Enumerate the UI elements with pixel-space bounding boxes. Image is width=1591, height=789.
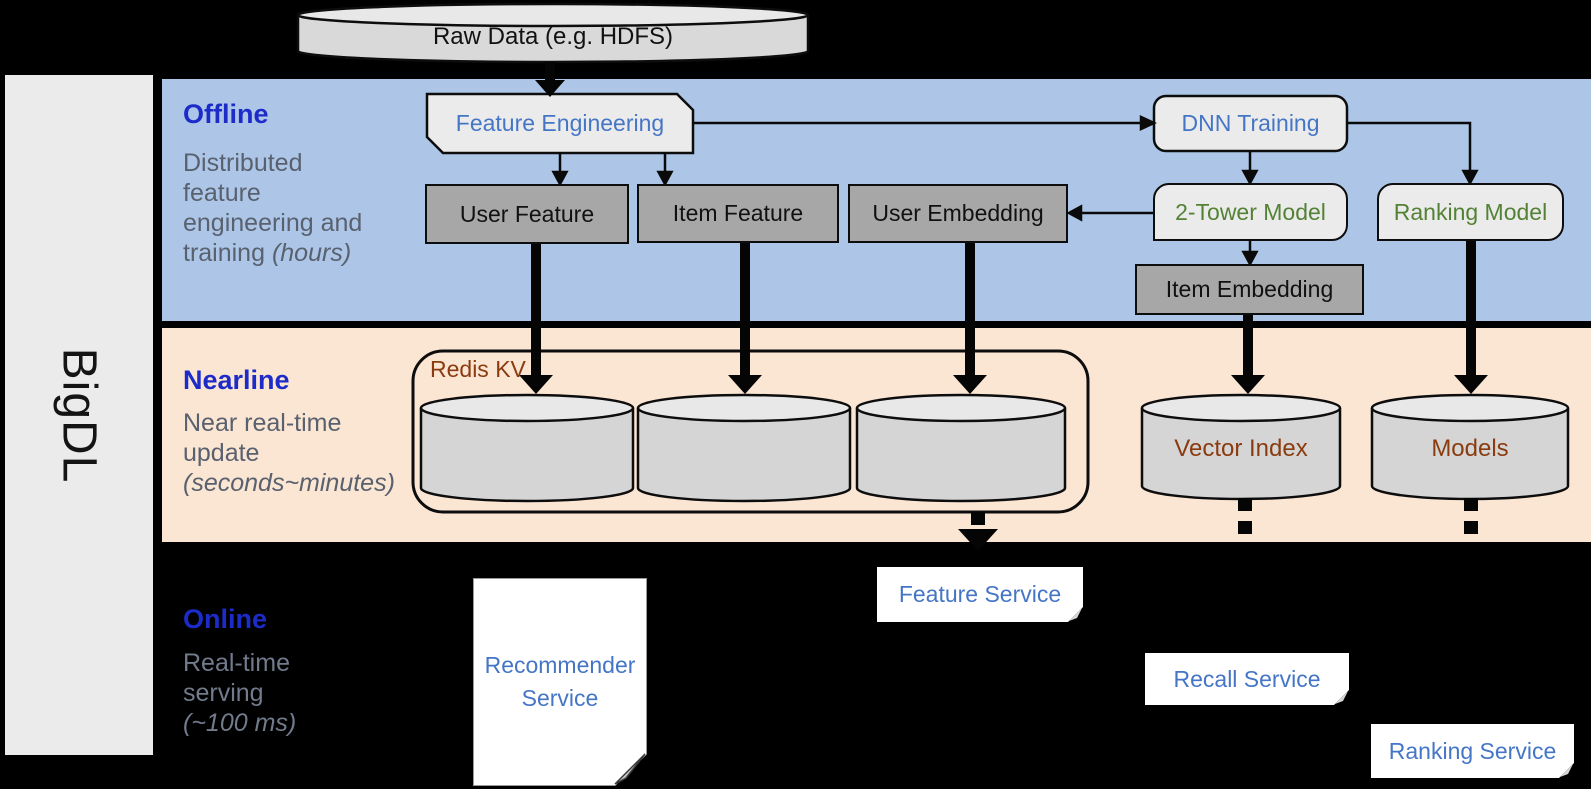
nearline-desc: Near real-time update (seconds~minutes) [183,408,395,498]
offline-desc-text: Distributed feature engineering and trai… [183,149,363,267]
feature-engineering-label: Feature Engineering [455,110,665,136]
two-tower-model-box: 2-Tower Model [1153,183,1348,241]
online-desc-text: Real-time serving [183,649,290,707]
recommender-doc-fold-icon [614,753,646,785]
nearline-title: Nearline [183,365,290,395]
models-label: Models [1431,435,1509,462]
user-feature-box: User Feature [425,184,629,244]
feature-service-label: Feature Service [898,581,1062,607]
raw-data-label: Raw Data (e.g. HDFS) [432,23,674,50]
online-desc: Real-time serving (~100 ms) [183,648,296,738]
recall-service-box: Recall Service [1145,653,1350,706]
item-feature-box: Item Feature [637,184,839,243]
bigdl-sidebar: BigDL [5,75,153,755]
bigdl-label: BigDL [52,347,106,483]
item-embedding-box: Item Embedding [1135,264,1364,315]
nearline-desc-text: Near real-time update [183,409,342,467]
offline-desc: Distributed feature engineering and trai… [183,148,362,268]
user-embedding-box: User Embedding [848,184,1068,243]
online-desc-italic: (~100 ms) [183,709,297,737]
recall-service-fold-icon [1333,689,1350,706]
ranking-service-fold-icon [1558,762,1575,779]
online-title: Online [183,604,268,634]
redis-kv-label: Redis KV [430,356,526,382]
nearline-desc-italic: (seconds~minutes) [183,469,395,497]
feature-service-box: Feature Service [877,567,1084,623]
recall-service-label: Recall Service [1173,665,1321,692]
vector-index-label: Vector Index [1174,435,1308,462]
offline-title: Offline [183,99,269,129]
ranking-service-box: Ranking Service [1371,724,1575,779]
ranking-service-label: Ranking Service [1388,737,1557,764]
recommender-service-label: Recommender Service [484,652,636,711]
dnn-training-label: DNN Training [1181,110,1320,136]
recommender-service-doc: Recommender Service [473,578,647,786]
feature-service-fold-icon [1067,606,1084,623]
ranking-model-box: Ranking Model [1377,183,1564,241]
offline-desc-italic: (hours) [271,239,352,267]
